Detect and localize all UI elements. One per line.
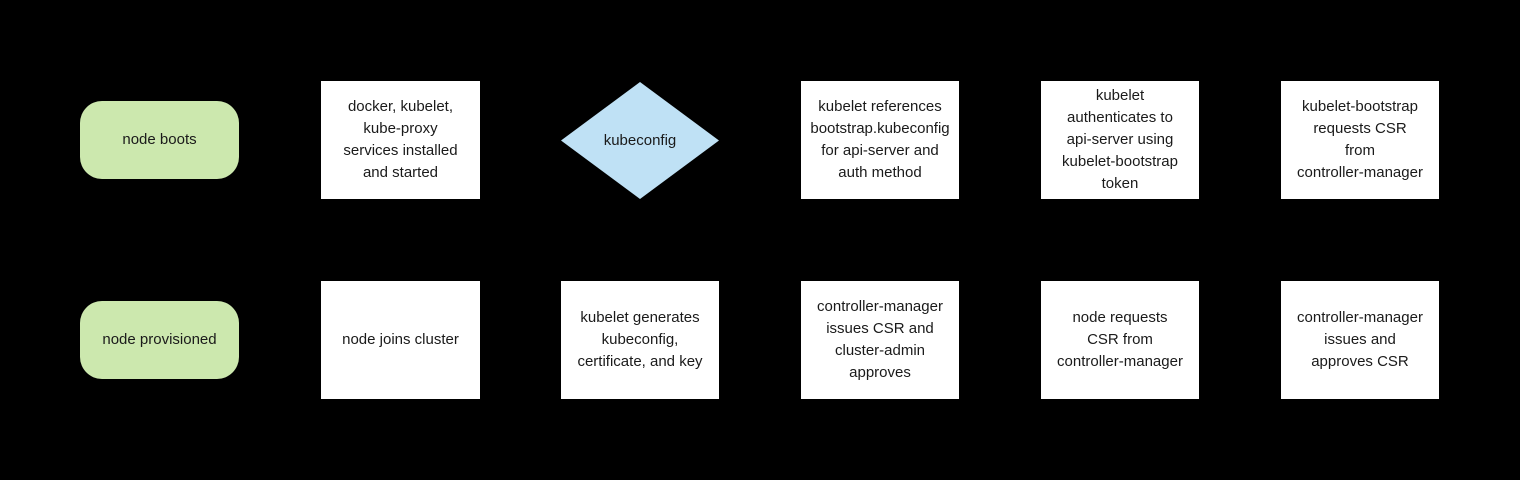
flow-node-label-kubelet-generates-kubeconfig: kubelet generates kubeconfig, certificat… <box>577 309 703 370</box>
flow-node-label-node-joins-cluster: node joins cluster <box>342 331 459 348</box>
flow-node-controller-manager-approves-csr[interactable]: controller-manager issues and approves C… <box>1281 281 1439 399</box>
flow-node-label-controller-manager-approves-csr: controller-manager issues and approves C… <box>1297 309 1423 370</box>
flow-node-kubelet-references-bootstrap[interactable]: kubelet references bootstrap.kubeconfig … <box>801 81 959 199</box>
flow-node-controller-manager-issues-csr[interactable]: controller-manager issues CSR and cluste… <box>801 281 959 399</box>
flow-node-kubeconfig-decision[interactable]: kubeconfig <box>561 82 719 199</box>
flow-node-label-kubeconfig-decision: kubeconfig <box>603 131 677 149</box>
flow-node-label-controller-manager-issues-csr: controller-manager issues CSR and cluste… <box>817 298 943 381</box>
flow-node-label-kubelet-references-bootstrap: kubelet references bootstrap.kubeconfig … <box>810 98 950 181</box>
flow-node-label-node-requests-csr: node requests CSR from controller-manage… <box>1057 309 1183 370</box>
flow-node-label-node-provisioned: node provisioned <box>102 331 217 348</box>
flow-node-node-requests-csr[interactable]: node requests CSR from controller-manage… <box>1041 281 1199 399</box>
flow-node-label-node-boots: node boots <box>122 131 197 148</box>
flow-node-label-services-installed: docker, kubelet, kube-proxy services ins… <box>343 98 458 181</box>
flow-node-kubelet-authenticates[interactable]: kubelet authenticates to api-server usin… <box>1041 81 1199 199</box>
flow-node-kubelet-generates-kubeconfig[interactable]: kubelet generates kubeconfig, certificat… <box>561 281 719 399</box>
flow-node-node-joins-cluster[interactable]: node joins cluster <box>321 281 480 399</box>
flow-node-services-installed[interactable]: docker, kubelet, kube-proxy services ins… <box>321 81 480 199</box>
flow-node-label-kubelet-bootstrap-requests-csr: kubelet-bootstrap requests CSR from cont… <box>1297 98 1423 181</box>
flow-node-node-boots[interactable]: node boots <box>80 101 239 179</box>
flow-node-kubelet-bootstrap-requests-csr[interactable]: kubelet-bootstrap requests CSR from cont… <box>1281 81 1439 199</box>
flow-node-node-provisioned[interactable]: node provisioned <box>80 301 239 379</box>
flow-node-label-kubelet-authenticates: kubelet authenticates to api-server usin… <box>1062 87 1178 192</box>
